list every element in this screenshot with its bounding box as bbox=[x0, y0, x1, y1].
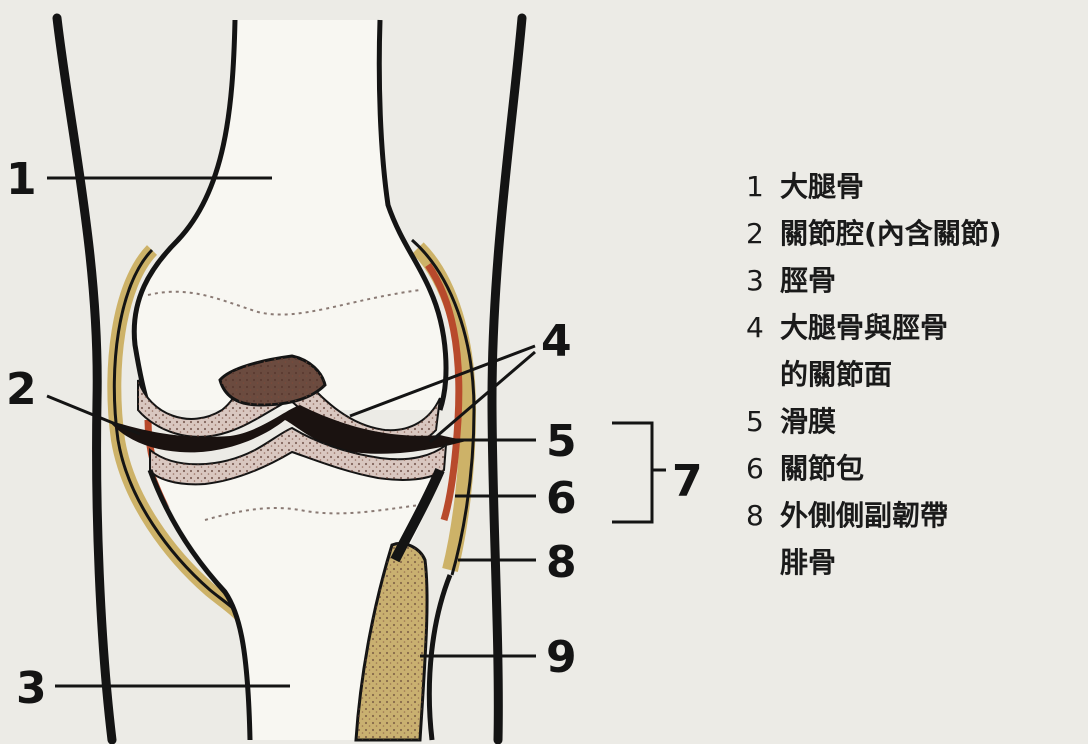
legend-number: 6 bbox=[746, 445, 780, 492]
callout-9: 9 bbox=[546, 632, 577, 683]
legend-item-continuation: 的關節面 bbox=[746, 351, 1002, 398]
legend-number: 3 bbox=[746, 257, 780, 304]
callout-2: 2 bbox=[6, 364, 37, 415]
callout-8: 8 bbox=[546, 537, 577, 588]
leg-outline-left bbox=[57, 18, 112, 740]
leg-outline-right bbox=[492, 18, 522, 740]
legend-number: 5 bbox=[746, 398, 780, 445]
legend-number: 4 bbox=[746, 304, 780, 351]
callout-5: 5 bbox=[546, 416, 577, 467]
bracket-7 bbox=[612, 423, 666, 522]
legend-text: 關節腔(內含關節) bbox=[780, 217, 1002, 250]
legend-text: 滑膜 bbox=[780, 405, 836, 438]
legend-text-continuation: 的關節面 bbox=[780, 358, 892, 391]
legend-number: 1 bbox=[746, 163, 780, 210]
legend-text: 外側側副韌帶 bbox=[780, 499, 948, 532]
callout-4: 4 bbox=[541, 316, 572, 367]
callout-1: 1 bbox=[6, 154, 37, 205]
legend-number: 8 bbox=[746, 492, 780, 539]
legend-text: 關節包 bbox=[780, 452, 864, 485]
callout-3: 3 bbox=[16, 663, 47, 714]
legend-text: 脛骨 bbox=[780, 264, 836, 297]
legend-item: 腓骨 bbox=[746, 539, 1002, 586]
callout-7: 7 bbox=[672, 456, 703, 507]
legend-text: 腓骨 bbox=[780, 546, 836, 579]
legend-number: 2 bbox=[746, 210, 780, 257]
callout-6: 6 bbox=[546, 473, 577, 524]
legend-text: 大腿骨 bbox=[780, 170, 864, 203]
legend-text: 大腿骨與脛骨 bbox=[780, 311, 948, 344]
